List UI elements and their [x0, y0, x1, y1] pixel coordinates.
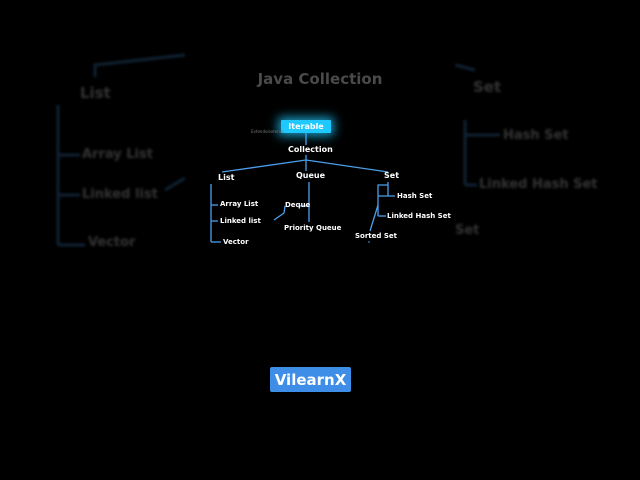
left-echo-lines: [56, 53, 185, 247]
left-echo-array-list: Array List: [82, 147, 153, 162]
queue-node: Queue: [296, 171, 326, 180]
linked-list-node: Linked list: [220, 217, 261, 225]
brand-badge[interactable]: VilearnX: [270, 367, 351, 392]
left-echo-vector: Vector: [88, 235, 136, 250]
hierarchy-lines: [210, 133, 395, 243]
extends-note: Extends/extends: [251, 129, 285, 134]
collection-node: Collection: [288, 145, 333, 154]
right-echo-hash-set: Hash Set: [503, 128, 569, 143]
right-echo-linked-hash-set: Linked Hash Set: [479, 177, 598, 192]
deque-node: Deque: [285, 201, 311, 209]
priority-queue-node: Priority Queue: [284, 224, 342, 232]
left-echo-list: List: [80, 84, 111, 102]
left-echo-panel: List Array List Linked list Vector: [0, 40, 185, 280]
left-echo-linked-list: Linked list: [82, 187, 158, 202]
vector-node: Vector: [223, 238, 249, 246]
right-echo-set: Set: [473, 78, 502, 96]
diagram-title: Java Collection: [257, 70, 383, 88]
linked-hash-set-node: Linked Hash Set: [387, 212, 451, 220]
set-node: Set: [384, 171, 400, 180]
sorted-set-dot: [368, 241, 370, 243]
hierarchy-panel: Java Collection Itera: [185, 0, 455, 480]
right-echo-set-partial: Set: [455, 223, 480, 238]
right-echo-lines: [455, 63, 500, 187]
right-echo-panel: Set Hash Set Linked Hash Set Set: [455, 40, 640, 280]
hash-set-node: Hash Set: [397, 192, 433, 200]
array-list-node: Array List: [220, 200, 259, 208]
iterable-node: Iterable: [281, 120, 331, 133]
list-node: List: [218, 173, 235, 182]
sorted-set-node: Sorted Set: [355, 232, 397, 240]
